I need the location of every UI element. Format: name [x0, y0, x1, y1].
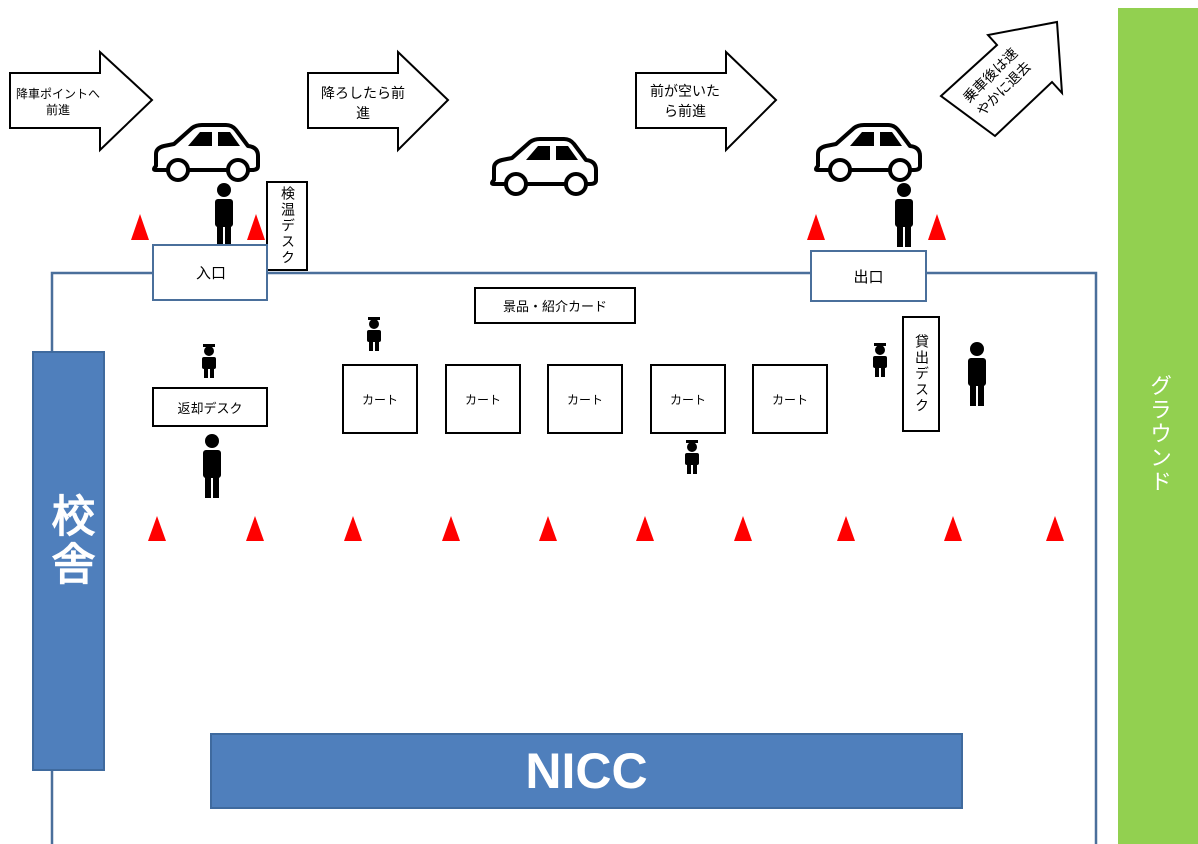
prize-card-desk: 景品・紹介カード [474, 287, 636, 324]
car-icon [152, 123, 260, 182]
staff-person-icon [968, 342, 986, 406]
small-person-icon [685, 440, 699, 474]
small-person-icon [202, 344, 216, 378]
arrow-label-1: 降車ポイントへ 前進 [14, 86, 102, 118]
ground-area: グラウンド [1118, 8, 1198, 844]
cone-icon [539, 516, 557, 541]
exit-box: 出口 [810, 250, 927, 302]
entrance-label: 入口 [196, 264, 227, 282]
arrow-label-3-line1: 前が空いた [650, 84, 720, 100]
arrow-label-2-line2: 進 [356, 106, 370, 122]
arrow-1 [9, 49, 154, 153]
staff-person-icon [203, 434, 221, 498]
cone-icon [928, 214, 946, 240]
cart-2: カート [445, 364, 521, 434]
arrow-label-1-line1: 降車ポイントへ [15, 87, 100, 101]
lending-desk: 貸出デスク [902, 316, 940, 432]
staff-person-icon [215, 183, 233, 247]
ground-label: グラウンド [1146, 374, 1171, 494]
arrow-label-3-line2: ら前進 [664, 104, 706, 120]
exit-label: 出口 [853, 267, 884, 286]
cone-icon [148, 516, 166, 541]
cone-icon [131, 214, 149, 240]
cone-icon [1046, 516, 1064, 541]
cone-icon [344, 516, 362, 541]
school-building: 校舎 [32, 351, 105, 771]
traffic-cones-row [148, 516, 1064, 541]
cone-icon [636, 516, 654, 541]
cone-icon [246, 516, 264, 541]
cone-icon [247, 214, 265, 240]
small-person-icon [367, 317, 381, 351]
temperature-check-desk: 検温デスク [266, 181, 308, 271]
small-person-icon [873, 343, 887, 377]
cart-1: カート [342, 364, 418, 434]
traffic-cones-top [131, 214, 946, 240]
arrow-4 [939, 20, 1064, 138]
arrow-label-1-line2: 前進 [45, 103, 70, 117]
arrow-2 [307, 49, 450, 153]
arrow-label-2: 降ろしたら前 進 [314, 84, 412, 124]
cone-icon [944, 516, 962, 541]
staff-person-icon [895, 183, 913, 247]
cone-icon [734, 516, 752, 541]
entrance-box: 入口 [152, 244, 268, 301]
return-desk: 返却デスク [152, 387, 268, 427]
cone-icon [807, 214, 825, 240]
cone-icon [442, 516, 460, 541]
arrow-label-3: 前が空いた ら前進 [640, 82, 730, 122]
cart-5: カート [752, 364, 828, 434]
school-building-label: 校舎 [43, 493, 95, 589]
cone-icon [837, 516, 855, 541]
nicc-label: NICC [525, 743, 648, 799]
cart-4: カート [650, 364, 726, 434]
car-icon [490, 137, 598, 196]
arrow-3 [635, 49, 778, 153]
car-icon [814, 123, 922, 182]
arrow-label-2-line1: 降ろしたら前 [321, 86, 405, 102]
nicc-building: NICC [210, 733, 963, 809]
cart-3: カート [547, 364, 623, 434]
